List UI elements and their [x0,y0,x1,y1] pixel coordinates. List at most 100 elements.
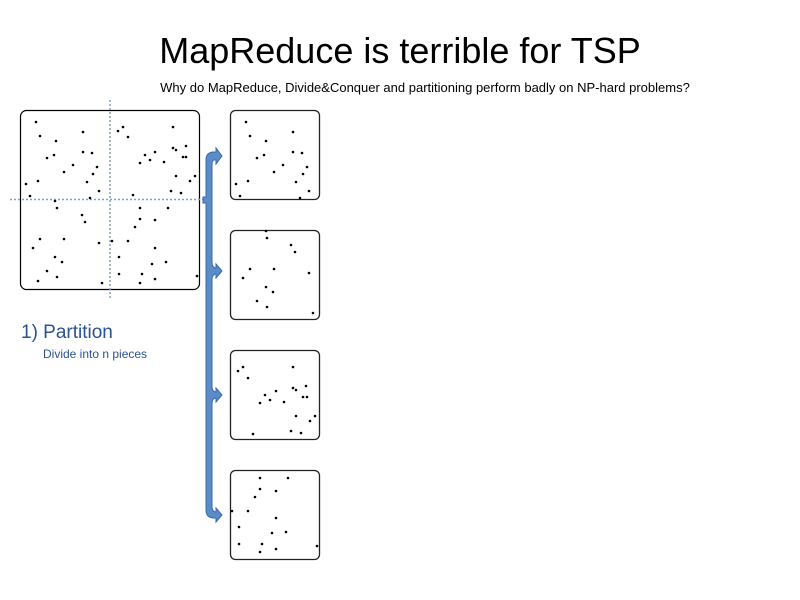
city-point [308,419,312,423]
city-point [265,305,269,309]
city-point [315,544,319,548]
city-point [88,196,92,200]
slide-title: MapReduce is terrible for TSP [159,30,641,71]
city-point [81,130,85,134]
city-point [52,153,56,157]
city-point [305,395,309,399]
city-point [97,189,101,193]
city-point [138,281,142,285]
city-point [282,400,286,404]
city-point [166,206,170,210]
city-point [36,179,40,183]
city-point [169,189,173,193]
city-point [246,509,250,513]
city-point [62,237,66,241]
city-point [264,139,268,143]
city-point [95,165,99,169]
city-point [24,182,28,186]
partition-box-2 [229,229,321,321]
city-point [148,158,152,162]
city-point [171,146,175,150]
city-point [265,236,269,240]
city-point [236,369,240,373]
city-point [286,476,290,480]
city-point [143,153,147,157]
partition-frame [229,349,321,441]
city-point [179,191,183,195]
city-point [153,246,157,250]
city-point [90,151,94,155]
city-point [138,217,142,221]
city-point [153,218,157,222]
city-point [272,170,276,174]
city-point [300,151,304,155]
city-point [260,542,264,546]
city-point [193,174,197,178]
city-point [171,125,175,129]
step-description: Divide into n pieces [43,347,148,361]
city-point [264,229,268,233]
city-point [237,542,241,546]
city-point [281,163,285,167]
city-point [270,531,274,535]
city-point [307,189,311,193]
city-point [251,432,255,436]
city-point [263,393,267,397]
city-point [38,237,42,241]
city-point [274,389,278,393]
city-point [133,225,137,229]
city-point [291,386,295,390]
city-point [153,277,157,281]
city-point [253,495,257,499]
city-point [301,395,305,399]
city-point [45,269,49,273]
city-point [248,267,252,271]
full-point-set [24,120,199,285]
partition-boxes [229,109,321,561]
city-point [305,165,309,169]
city-point [81,150,85,154]
city-point [291,130,295,134]
city-point [71,163,75,167]
city-point [162,160,166,164]
city-point [293,250,297,254]
city-point [258,487,262,491]
city-point [301,172,305,176]
city-point [28,194,32,198]
city-point [274,489,278,493]
city-point [307,271,311,275]
city-point [138,206,142,210]
slide-subtitle: Why do MapReduce, Divide&Conquer and par… [160,80,690,95]
city-point [294,414,298,418]
city-point [116,129,120,133]
city-point [291,150,295,154]
city-point [53,255,57,259]
city-point [255,299,259,303]
city-point [238,194,242,198]
city-point [36,279,40,283]
city-point [97,241,101,245]
city-point [244,120,248,124]
city-point [45,156,49,160]
city-point [181,155,185,159]
partition-box-1 [229,109,321,201]
city-point [138,161,142,165]
city-point [38,134,42,138]
city-point [53,199,57,203]
city-point [234,182,238,186]
city-point [31,246,35,250]
city-point [83,220,87,224]
city-point [272,267,276,271]
city-point [289,243,293,247]
city-point [174,148,178,152]
city-point [55,275,59,279]
city-point [304,384,308,388]
city-point [121,125,125,129]
city-point [284,530,288,534]
city-point [291,365,295,369]
city-point [258,401,262,405]
city-point [34,120,38,124]
full-problem-box [10,100,205,300]
partition-frame [229,109,321,201]
